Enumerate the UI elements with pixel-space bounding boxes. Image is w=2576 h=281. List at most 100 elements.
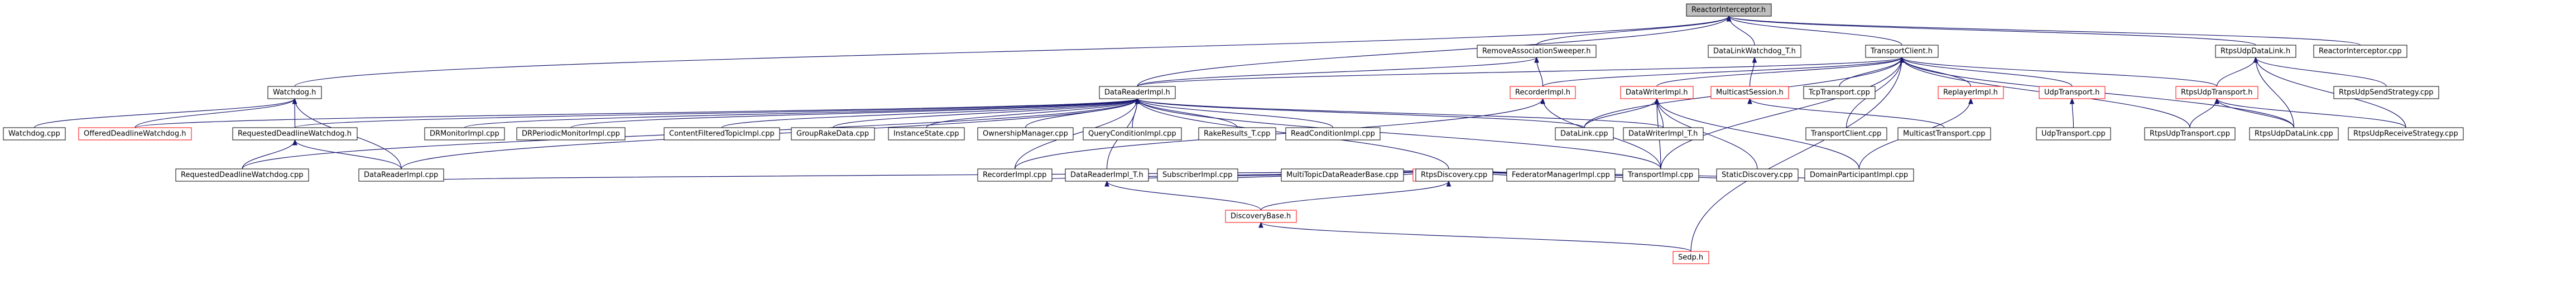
- node-rtps-udp-data-link-cpp[interactable]: RtpsUdpDataLink.cpp: [2249, 127, 2339, 140]
- node-domain-participant-impl-cpp[interactable]: DomainParticipantImpl.cpp: [1804, 168, 1914, 182]
- arrowhead: [1654, 98, 1660, 104]
- node-box: [1938, 86, 2004, 99]
- node-box: [977, 168, 1052, 182]
- node-replayer-impl-h[interactable]: ReplayerImpl.h: [1938, 86, 2004, 99]
- node-udp-transport-h[interactable]: UdpTransport.h: [2039, 86, 2106, 99]
- edge-line: [1542, 57, 1902, 87]
- node-instance-state-cpp[interactable]: InstanceState.cpp: [888, 127, 965, 140]
- node-ownership-manager-cpp[interactable]: OwnershipManager.cpp: [977, 127, 1074, 140]
- node-label: TransportClient.cpp: [1810, 130, 1881, 138]
- node-box: [1415, 168, 1493, 182]
- node-content-filtered-topic-impl-cpp[interactable]: ContentFilteredTopicImpl.cpp: [664, 127, 780, 140]
- node-query-condition-impl-cpp[interactable]: QueryConditionImpl.cpp: [1083, 127, 1182, 140]
- node-data-reader-impl-t-h[interactable]: DataReaderImpl_T.h: [1065, 168, 1149, 182]
- node-box: [1281, 168, 1404, 182]
- node-box: [1083, 127, 1182, 140]
- node-box: [2249, 127, 2339, 140]
- node-label: TransportClient.h: [1870, 47, 1933, 56]
- node-reactor-interceptor-cpp[interactable]: ReactorInterceptor.cpp: [2313, 45, 2407, 58]
- node-label: RtpsUdpReceiveStrategy.cpp: [2353, 130, 2458, 138]
- node-rtps-udp-receive-strategy-cpp[interactable]: RtpsUdpReceiveStrategy.cpp: [2348, 127, 2464, 140]
- edge-sedp-h-to-discovery-base-h: [1258, 221, 1691, 252]
- node-data-writer-impl-h[interactable]: DataWriterImpl.h: [1620, 86, 1694, 99]
- node-label: StaticDiscovery.cpp: [1722, 171, 1792, 180]
- node-multicast-transport-cpp[interactable]: MulticastTransport.cpp: [1897, 127, 1991, 140]
- edge-line: [2216, 98, 2406, 128]
- edge-line: [926, 98, 1138, 128]
- edge-sedp-h-to-transport-client-h: [1690, 56, 1905, 252]
- edge-line: [2255, 57, 2295, 128]
- edge-line: [1656, 98, 1758, 169]
- node-label: InstanceState.cpp: [893, 130, 959, 138]
- node-udp-transport-cpp[interactable]: UdpTransport.cpp: [2036, 127, 2111, 140]
- node-recorder-impl-h[interactable]: RecorderImpl.h: [1510, 86, 1576, 99]
- edge-line: [2255, 57, 2387, 87]
- node-static-discovery-cpp[interactable]: StaticDiscovery.cpp: [1716, 168, 1799, 182]
- node-box: [1157, 168, 1238, 182]
- node-rtps-discovery-cpp[interactable]: RtpsDiscovery.cpp: [1415, 168, 1493, 182]
- nodes-layer: ReactorInterceptor.hRemoveAssociationSwe…: [3, 3, 2464, 264]
- edge-line: [1690, 57, 1902, 252]
- node-recorder-impl-cpp[interactable]: RecorderImpl.cpp: [977, 168, 1052, 182]
- edge-line: [1260, 222, 1691, 252]
- edge-line: [1137, 98, 1664, 128]
- node-data-writer-impl-t-h[interactable]: DataWriterImpl_T.h: [1623, 127, 1704, 140]
- node-data-reader-impl-h[interactable]: DataReaderImpl.h: [1099, 86, 1176, 99]
- node-label: DataWriterImpl.h: [1626, 89, 1688, 97]
- node-requested-deadline-watchdog-cpp[interactable]: RequestedDeadlineWatchdog.cpp: [175, 168, 309, 182]
- node-label: DomainParticipantImpl.cpp: [1810, 171, 1908, 180]
- node-data-reader-impl-cpp[interactable]: DataReaderImpl.cpp: [358, 168, 444, 182]
- edge-line: [832, 98, 1138, 128]
- node-rtps-udp-transport-h[interactable]: RtpsUdpTransport.h: [2175, 86, 2258, 99]
- node-label: RtpsUdpTransport.cpp: [2150, 130, 2230, 138]
- node-rtps-udp-transport-cpp[interactable]: RtpsUdpTransport.cpp: [2144, 127, 2236, 140]
- edge-line: [1137, 98, 1334, 128]
- edge-line: [242, 139, 296, 169]
- node-federator-manager-impl-cpp[interactable]: FederatorManagerImpl.cpp: [1506, 168, 1616, 182]
- edge-line: [464, 98, 1138, 128]
- edge-line: [1728, 16, 2361, 46]
- node-box: [1804, 168, 1914, 182]
- node-data-link-watchdog-t-h[interactable]: DataLinkWatchdog_T.h: [1708, 45, 1801, 58]
- node-label: GroupRakeData.cpp: [796, 130, 869, 138]
- edge-line: [2216, 98, 2295, 128]
- edge-line: [1660, 57, 1902, 169]
- node-offered-deadline-watchdog-h[interactable]: OfferedDeadlineWatchdog.h: [78, 127, 192, 140]
- node-rtps-udp-data-link-h[interactable]: RtpsUdpDataLink.h: [2215, 45, 2296, 58]
- node-label: DataReaderImpl.cpp: [364, 171, 438, 180]
- node-watchdog-h[interactable]: Watchdog.h: [267, 86, 322, 99]
- node-transport-impl-cpp[interactable]: TransportImpl.cpp: [1622, 168, 1699, 182]
- node-reactor-interceptor-h[interactable]: ReactorInterceptor.h: [1686, 3, 1772, 17]
- edge-line: [1137, 57, 1537, 87]
- edge-line: [1901, 57, 2073, 87]
- node-box: [1622, 168, 1699, 182]
- node-label: DataLink.cpp: [1560, 130, 1608, 138]
- node-multicast-session-h[interactable]: MulticastSession.h: [1710, 86, 1789, 99]
- node-label: RemoveAssociationSweeper.h: [1482, 47, 1590, 56]
- edge-line: [570, 98, 1138, 128]
- node-read-condition-impl-cpp[interactable]: ReadConditionImpl.cpp: [1285, 127, 1381, 140]
- node-box: [888, 127, 965, 140]
- node-transport-client-h[interactable]: TransportClient.h: [1865, 45, 1939, 58]
- node-rtps-udp-send-strategy-cpp[interactable]: RtpsUdpSendStrategy.cpp: [2333, 86, 2439, 99]
- node-discovery-base-h[interactable]: DiscoveryBase.h: [1225, 210, 1297, 223]
- node-box: [2175, 86, 2258, 99]
- node-dr-monitor-impl-cpp[interactable]: DRMonitorImpl.cpp: [424, 127, 505, 140]
- edge-line: [1536, 16, 1729, 46]
- edge-line: [721, 98, 1138, 128]
- node-remove-association-sweeper-h[interactable]: RemoveAssociationSweeper.h: [1477, 45, 1597, 58]
- node-box: [2215, 45, 2296, 58]
- node-tcp-transport-cpp[interactable]: TcpTransport.cpp: [1803, 86, 1876, 99]
- node-rake-results-t-cpp[interactable]: RakeResults_T.cpp: [1198, 127, 1276, 140]
- node-multi-topic-data-reader-base-cpp[interactable]: MultiTopicDataReaderBase.cpp: [1281, 168, 1404, 182]
- node-label: DiscoveryBase.h: [1231, 212, 1291, 221]
- node-watchdog-cpp[interactable]: Watchdog.cpp: [3, 127, 66, 140]
- node-subscriber-impl-cpp[interactable]: SubscriberImpl.cpp: [1157, 168, 1238, 182]
- node-sedp-h[interactable]: Sedp.h: [1673, 251, 1709, 264]
- node-dr-periodic-monitor-impl-cpp[interactable]: DRPeriodicMonitorImpl.cpp: [516, 127, 626, 140]
- node-data-link-cpp[interactable]: DataLink.cpp: [1555, 127, 1614, 140]
- node-group-rake-data-cpp[interactable]: GroupRakeData.cpp: [791, 127, 875, 140]
- arrowhead: [1258, 221, 1263, 228]
- node-requested-deadline-watchdog-h[interactable]: RequestedDeadlineWatchdog.h: [232, 127, 358, 140]
- node-transport-client-cpp[interactable]: TransportClient.cpp: [1805, 127, 1887, 140]
